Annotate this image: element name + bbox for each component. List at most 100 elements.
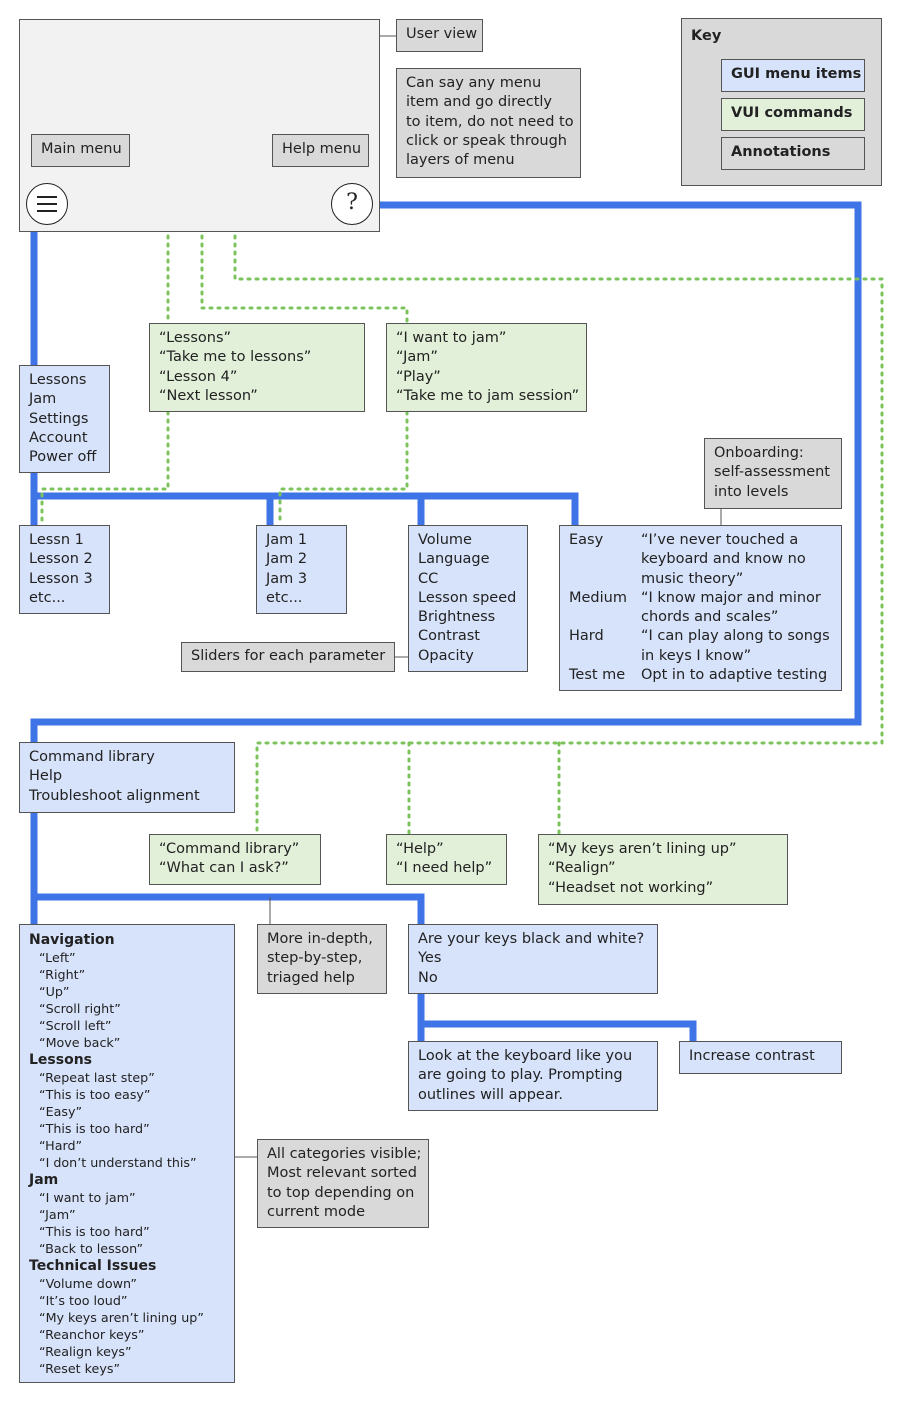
lessons-list-line: Lesson 3 <box>29 570 93 587</box>
main-menu-items-line: Settings <box>29 410 89 427</box>
voice-command-item: “Move back” <box>39 1035 121 1050</box>
look-at-keyboard-instruction-line: outlines will appear. <box>418 1086 563 1103</box>
jam-list-line: Jam 3 <box>266 570 308 587</box>
categories-note-line: to top depending on <box>267 1184 415 1201</box>
lessons-voice-commands-line: “Take me to lessons” <box>159 349 312 366</box>
key-annotation-item: Annotations <box>721 137 865 170</box>
look-at-keyboard-instruction: Look at the keyboard like you are going t… <box>408 1041 658 1111</box>
sliders-note: Sliders for each parameter <box>181 642 395 672</box>
help-voice-commands-line: “Help” <box>396 841 444 857</box>
main-menu-items-line: Lessons <box>29 372 87 388</box>
voice-command-item: “Scroll left” <box>39 1018 112 1033</box>
voice-command-item: “Easy” <box>39 1104 83 1119</box>
alignment-voice-commands-line: “Headset not working” <box>548 879 714 896</box>
key-vui-item: VUI commands <box>721 98 865 131</box>
voice-command-item: “This is too hard” <box>39 1121 150 1136</box>
jam-voice-commands-line: “I want to jam” <box>396 330 507 346</box>
hamburger-icon[interactable] <box>26 183 68 225</box>
command-category-heading: Technical Issues <box>29 1258 157 1274</box>
main-menu-items-line: Jam <box>29 391 57 408</box>
jam-voice-commands-line: “Jam” <box>396 349 438 366</box>
voice-command-item: “Scroll right” <box>39 1001 121 1016</box>
skill-level-description-line: Opt in to adaptive testing <box>641 667 828 684</box>
onboarding-note-line: into levels <box>714 483 789 500</box>
lessons-voice-commands: “Lessons”“Take me to lessons”“Lesson 4”“… <box>149 323 365 412</box>
user-view-frame <box>19 19 380 232</box>
lessons-voice-commands-line: “Lesson 4” <box>159 368 238 385</box>
menu-shortcut-note-line: Can say any menu <box>406 75 542 91</box>
jam-list-line: Jam 1 <box>266 532 308 548</box>
voice-command-item: “Hard” <box>39 1138 83 1153</box>
help-menu-label: Help menu <box>272 134 369 167</box>
lessons-list-line: etc... <box>29 589 66 606</box>
voice-command-item: “I don’t understand this” <box>39 1155 197 1170</box>
categories-note-line: current mode <box>267 1203 366 1220</box>
settings-list-line: Volume <box>418 532 472 548</box>
alignment-voice-commands: “My keys aren’t lining up”“Realign”“Head… <box>538 834 788 905</box>
settings-list-line: CC <box>418 570 439 587</box>
command-category-heading: Lessons <box>29 1052 92 1068</box>
settings-list-line: Lesson speed <box>418 589 517 606</box>
look-at-keyboard-instruction-line: are going to play. Prompting <box>418 1067 623 1084</box>
skill-level-description-line: keyboard and know no <box>641 551 806 568</box>
help-menu-items-line: Help <box>29 768 63 785</box>
categories-note: All categories visible;Most relevant sor… <box>257 1139 429 1228</box>
help-voice-commands: “Help”“I need help” <box>386 834 507 885</box>
help-menu-items-line: Command library <box>29 749 155 765</box>
voice-command-item: “Up” <box>39 984 70 999</box>
voice-command-item: “Realign keys” <box>39 1344 132 1359</box>
voice-command-item: “I want to jam” <box>39 1190 136 1205</box>
key-gui-item: GUI menu items <box>721 59 865 92</box>
skill-level-description: Opt in to adaptive testing <box>641 666 827 685</box>
skill-level-name: Easy <box>569 532 604 548</box>
vui-line-jam <box>200 234 409 326</box>
increase-contrast-item: Increase contrast <box>679 1041 842 1074</box>
voice-command-item: “Reset keys” <box>39 1361 121 1376</box>
voice-command-item: “My keys aren’t lining up” <box>39 1310 204 1325</box>
settings-list-line: Opacity <box>418 647 474 664</box>
voice-command-item: “This is too hard” <box>39 1224 150 1239</box>
help-note-line: step-by-step, <box>267 950 363 967</box>
gui-line-branch-bar <box>34 492 579 526</box>
lessons-list-line: Lesson 2 <box>29 551 93 568</box>
lessons-list-line: Lessn 1 <box>29 532 84 548</box>
voice-command-item: “Jam” <box>39 1207 76 1222</box>
menu-shortcut-note-line: layers of menu <box>406 152 515 169</box>
settings-list-line: Language <box>418 551 490 568</box>
lessons-list: Lessn 1 Lesson 2 Lesson 3 etc... <box>19 525 110 614</box>
command-library-voice-commands: “Command library”“What can I ask?” <box>149 834 321 885</box>
gui-line-help-menu <box>30 201 862 742</box>
command-category-heading: Navigation <box>29 932 115 948</box>
voice-command-item: “Volume down” <box>39 1276 137 1291</box>
help-menu-items-line: Troubleshoot alignment <box>29 787 200 804</box>
voice-command-item: “Repeat last step” <box>39 1070 155 1085</box>
look-at-keyboard-instruction-line: Look at the keyboard like you <box>418 1048 633 1064</box>
question-icon[interactable]: ? <box>331 183 373 225</box>
settings-list-line: Contrast <box>418 628 480 645</box>
gui-line-keys-bar <box>421 1020 697 1042</box>
vui-line-jam-down <box>278 410 409 527</box>
command-library-list: Navigation“Left”“Right”“Up”“Scroll right… <box>19 924 235 1383</box>
categories-note-line: Most relevant sorted <box>267 1165 417 1182</box>
help-note-line: More in-depth, <box>267 931 373 947</box>
vui-line-help <box>233 234 884 836</box>
menu-shortcut-note-line: click or speak through <box>406 132 567 149</box>
gui-line-help-bar <box>34 893 425 925</box>
skill-level-description-line: chords and scales” <box>641 609 779 626</box>
jam-voice-commands: “I want to jam”“Jam”“Play”“Take me to ja… <box>386 323 587 412</box>
keys-color-question-line: Are your keys black and white? <box>418 931 645 947</box>
command-library-voice-commands-line: “Command library” <box>159 841 300 857</box>
help-note: More in-depth,step-by-step,triaged help <box>257 924 387 994</box>
